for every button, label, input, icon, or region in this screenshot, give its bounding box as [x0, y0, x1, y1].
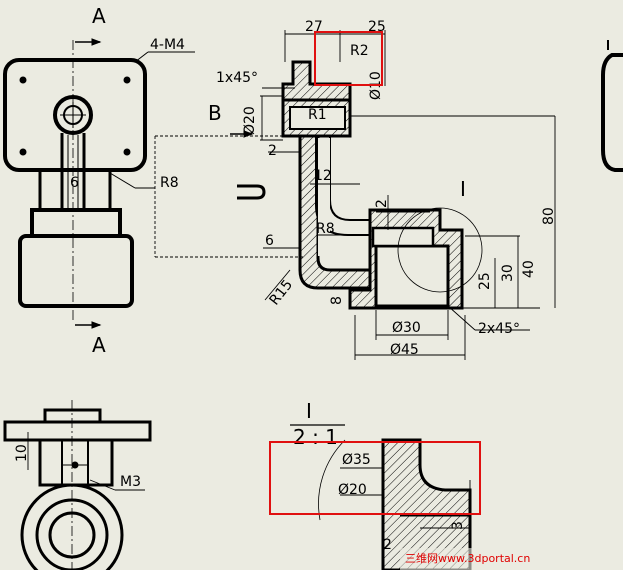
detail-marker-i: I	[460, 177, 466, 201]
dim-30: 30	[500, 264, 516, 282]
view-b-symbol	[230, 130, 266, 200]
detail-title-i: I	[306, 399, 312, 423]
highlight-box-detail	[269, 441, 481, 515]
dim-r1: R1	[308, 107, 327, 123]
section-label-a-top: A	[92, 4, 106, 28]
dim-chamfer-2x45: 2x45°	[478, 321, 520, 337]
dim-25-right: 25	[477, 272, 493, 290]
watermark-text: 三维网www.3dportal.cn	[405, 552, 530, 565]
dim-r8-left: R8	[160, 175, 179, 191]
dim-6-left: 6	[70, 175, 79, 191]
dim-dia30: Ø30	[392, 320, 421, 336]
dim-12: 12	[314, 168, 332, 184]
dim-r8-mid: R8	[316, 221, 335, 237]
section-view-a	[3, 38, 195, 329]
dim-40: 40	[521, 260, 537, 278]
dim-r2: R2	[350, 43, 369, 59]
dim-dia20-detail: Ø20	[338, 482, 367, 498]
dim-2-detail: 2	[383, 537, 392, 553]
main-section-view	[281, 60, 483, 310]
dim-6-mid: 6	[265, 233, 274, 249]
section-label-a-bottom: A	[92, 333, 106, 357]
detail-scale: 2 : 1	[293, 425, 338, 449]
dim-thread-4m4: 4-M4	[150, 37, 185, 53]
view-label-b: B	[208, 101, 222, 125]
dim-r15: R15	[267, 277, 297, 309]
dim-dia45: Ø45	[390, 342, 419, 358]
dim-8: 8	[329, 296, 345, 305]
main-dimension-lines	[260, 30, 556, 360]
bottom-left-view	[3, 400, 152, 570]
dim-80: 80	[541, 207, 557, 225]
dim-dia35: Ø35	[342, 452, 371, 468]
dim-2-mid: 2	[374, 199, 390, 208]
dim-10-bl: 10	[14, 444, 30, 462]
right-edge-partial-view	[601, 40, 623, 172]
dim-dia20: Ø20	[242, 106, 258, 135]
dim-3: 3	[450, 521, 466, 530]
dim-2-left: 2	[268, 143, 277, 159]
dim-m3: M3	[120, 474, 141, 490]
dim-chamfer-1x45: 1x45°	[216, 70, 258, 86]
projection-outline	[154, 135, 305, 258]
detail-i-view	[290, 424, 472, 570]
highlight-box-r2	[314, 31, 383, 86]
